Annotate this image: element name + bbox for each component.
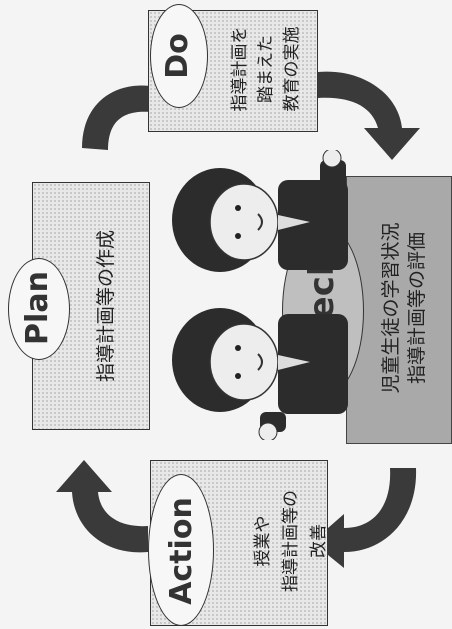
plan-text: 指導計画等の作成	[95, 230, 117, 383]
action-oval	[148, 474, 214, 626]
check-text-line-2: 指導計画等の評価	[406, 232, 428, 385]
student-upper	[172, 150, 348, 272]
do-text-line-2: 踏まえた	[256, 35, 276, 103]
arrow-do-to-check	[318, 71, 420, 160]
do-text: 指導計画を 踏まえた 教育の実施	[212, 10, 316, 130]
do-text-line-3: 教育の実施	[282, 26, 302, 112]
arrow-action-to-plan	[56, 460, 148, 553]
plan-label: Plan	[20, 271, 55, 345]
student-lower	[172, 308, 348, 440]
action-text-line-3: 改善	[309, 524, 329, 558]
students-illustration	[172, 150, 348, 440]
check-text-line-1: 児童生徒の学習状況	[380, 222, 402, 394]
do-text-line-1: 指導計画を	[230, 26, 250, 112]
action-text-line-2: 指導計画等の	[281, 490, 301, 592]
do-label: Do	[160, 33, 195, 79]
plan-oval	[8, 258, 70, 360]
do-oval	[150, 4, 208, 108]
action-label: Action	[164, 497, 199, 605]
arrow-check-to-action	[312, 468, 417, 568]
action-text-line-1: 授業や	[253, 515, 273, 567]
